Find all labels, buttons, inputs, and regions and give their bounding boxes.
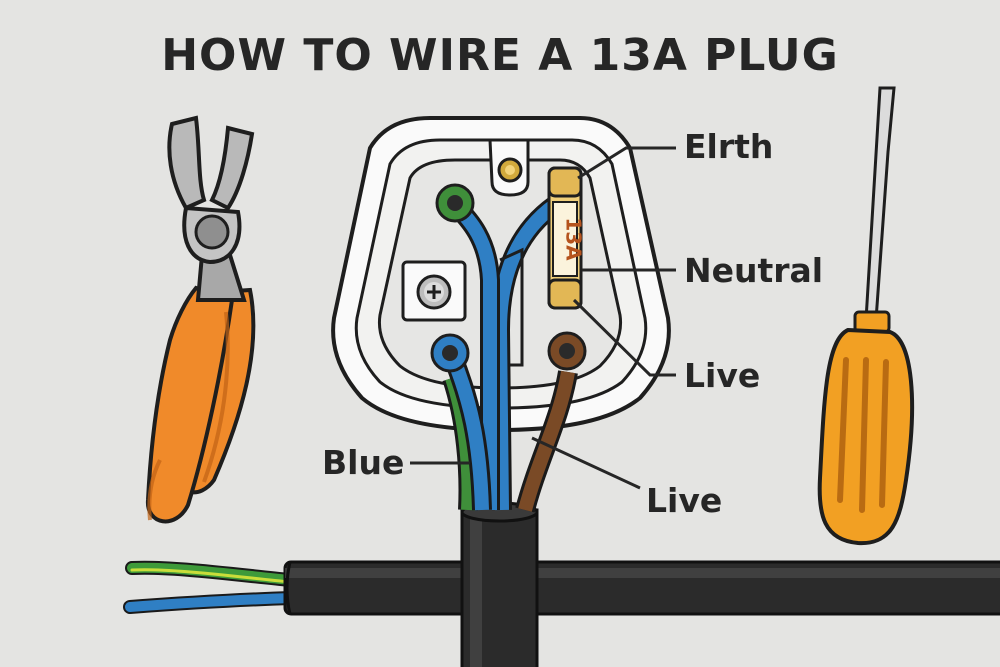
screwdriver-icon — [817, 86, 915, 546]
pliers-icon — [145, 115, 256, 524]
leader-live-terminal — [572, 298, 676, 377]
screw-icon — [416, 274, 452, 310]
leader-earth — [577, 146, 676, 180]
cable-vertical — [460, 501, 539, 667]
label-live-wire: Live — [646, 481, 723, 520]
label-earth: Elrth — [684, 127, 774, 166]
cable-icon — [123, 560, 1000, 616]
fuse-rating: 13A — [562, 217, 586, 261]
label-neutral: Neutral — [684, 251, 824, 290]
label-blue: Blue — [322, 443, 405, 482]
leader-lines — [410, 146, 676, 490]
terminals — [430, 183, 587, 373]
page-title: HOW TO WIRE A 13A PLUG — [161, 30, 839, 81]
leader-live-wire — [531, 436, 641, 490]
fuse-icon: 13A — [547, 166, 586, 310]
label-live-terminal: Live — [684, 356, 761, 395]
wires — [442, 196, 578, 513]
